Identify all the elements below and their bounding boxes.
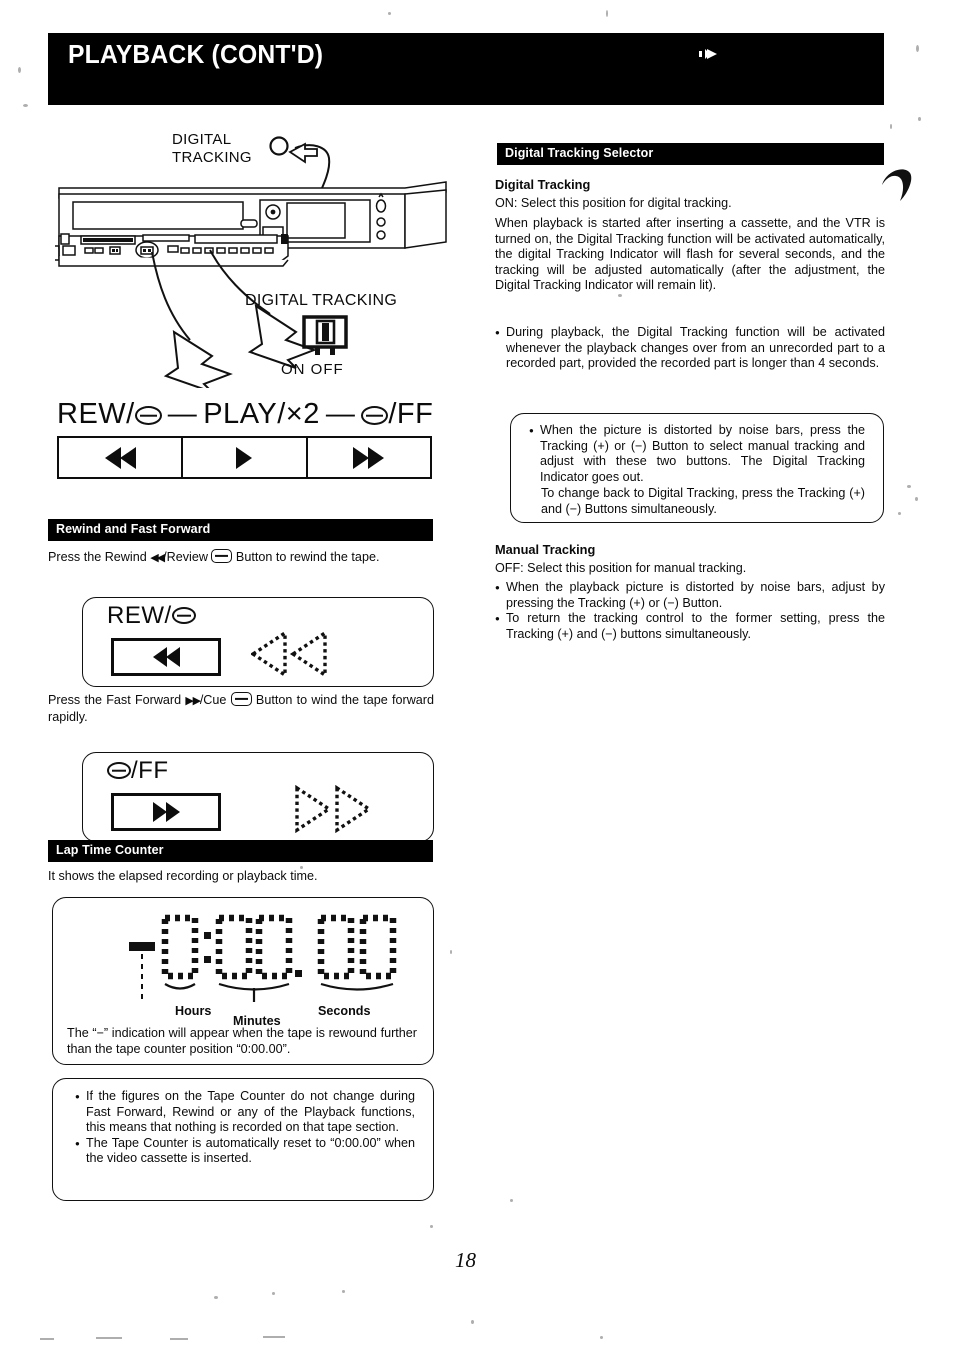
switch-positions-label: ON OFF <box>281 361 344 378</box>
tracking-note-box: When the picture is distorted by noise b… <box>510 413 884 523</box>
ff-box-title-text: /FF <box>131 757 169 784</box>
header-arrow-icon <box>698 47 724 65</box>
review-inline-oval-icon <box>211 549 233 563</box>
rewind-dotted-chevrons-icon <box>251 630 327 678</box>
ff-instruction-paragraph: Press the Fast Forward ▶▶/Cue Button to … <box>48 692 434 725</box>
transport-row-label: REW/ —PLAY/×2— /FF <box>57 398 433 431</box>
ff-inline-icon: ▶▶ <box>185 695 201 707</box>
ff-instruction-pre: Press the Fast Forward <box>48 693 186 707</box>
tape-counter-notes-box: If the figures on the Tape Counter do no… <box>52 1078 434 1201</box>
tracking-note-bullets: When the picture is distorted by noise b… <box>529 423 865 485</box>
ff-arrow-icon-2 <box>368 446 385 469</box>
ff-illustration-box: /FF <box>82 752 434 842</box>
section-bar-lap-time-counter: Lap Time Counter <box>48 840 433 862</box>
counter-illustration-box: Hours Minutes Seconds The “−” indication… <box>52 897 434 1065</box>
list-item: When the picture is distorted by noise b… <box>529 423 865 485</box>
rewind-arrow-icon <box>104 446 121 469</box>
lap-time-intro: It shows the elapsed recording or playba… <box>48 869 318 883</box>
counter-caption-minutes: Minutes <box>233 1014 281 1028</box>
play-arrow-icon <box>699 49 717 59</box>
counter-caption-seconds: Seconds <box>318 1004 371 1018</box>
list-item: If the figures on the Tape Counter do no… <box>75 1089 415 1136</box>
rew-box-title: REW/ <box>107 602 196 630</box>
rewind-instruction-paragraph: Press the Rewind ◀◀/Review Button to rew… <box>48 549 434 567</box>
digital-tracking-bullets: During playback, the Digital Tracking fu… <box>495 325 885 372</box>
review-oval-icon <box>134 406 162 425</box>
section-bar-digital-tracking-selector: Digital Tracking Selector <box>497 143 884 165</box>
section-bar-rewind-fast-forward: Rewind and Fast Forward <box>48 519 433 541</box>
ff-button-graphic[interactable] <box>111 793 221 831</box>
rew-box-oval-icon <box>171 607 196 624</box>
rewind-instruction-mid: /Review <box>163 550 212 564</box>
page-header-bar: PLAYBACK (CONT'D) <box>48 33 884 105</box>
page-title: PLAYBACK (CONT'D) <box>68 39 324 69</box>
play-button[interactable] <box>183 438 308 477</box>
ff-instruction-post: Button to wind the tape forward rapidly. <box>48 693 434 724</box>
panel-callout-arrows <box>151 249 317 388</box>
manual-tracking-bullets: When the playback picture is distorted b… <box>495 580 885 642</box>
ff-arrow-icon <box>353 446 370 469</box>
rewind-arrow-icon-2 <box>119 446 136 469</box>
transport-dash-1: — <box>167 398 198 430</box>
play-arrow-icon <box>236 446 253 469</box>
tracking-note-extra: To change back to Digital Tracking, pres… <box>541 486 865 516</box>
rew-graphic-arrow-2 <box>165 647 180 667</box>
rewind-inline-icon: ◀◀ <box>150 552 165 564</box>
tape-counter-notes-list: If the figures on the Tape Counter do no… <box>75 1089 415 1167</box>
manual-tracking-off-line: OFF: Select this position for manual tra… <box>495 561 747 575</box>
ff-graphic-arrow-1 <box>152 802 167 822</box>
manual-tracking-heading: Manual Tracking <box>495 542 596 557</box>
transport-label-rew: REW/ <box>57 398 135 430</box>
cue-oval-icon <box>361 406 389 425</box>
counter-note: The “−” indication will appear when the … <box>67 1026 417 1056</box>
digital-tracking-on-line: ON: Select this position for digital tra… <box>495 196 732 210</box>
rew-illustration-box: REW/ <box>82 597 434 687</box>
fast-forward-button[interactable] <box>308 438 430 477</box>
list-item: The Tape Counter is automatically reset … <box>75 1136 415 1167</box>
ff-box-oval-icon <box>107 762 131 779</box>
rewind-instruction-pre: Press the Rewind <box>48 550 151 564</box>
list-item: During playback, the Digital Tracking fu… <box>495 325 885 372</box>
callout-tracking-label: TRACKING <box>172 149 252 166</box>
fast-forward-dotted-chevrons-icon <box>295 785 373 833</box>
rew-box-title-text: REW/ <box>107 602 172 629</box>
digital-tracking-switch-icon <box>302 315 348 355</box>
margin-hook-mark-icon <box>882 169 912 201</box>
list-item: When the playback picture is distorted b… <box>495 580 885 611</box>
cue-inline-oval-icon <box>230 692 252 706</box>
transport-button-strip <box>57 436 432 479</box>
rew-graphic-arrow-1 <box>152 647 167 667</box>
transport-dash-2: — <box>325 398 356 430</box>
page-number: 18 <box>455 1248 476 1272</box>
counter-caption-hours: Hours <box>175 1004 212 1018</box>
vcr-front-panel-diagram <box>55 181 447 267</box>
ff-box-title: /FF <box>107 757 169 785</box>
rew-button-graphic[interactable] <box>111 638 221 676</box>
tape-counter-display <box>129 914 397 1002</box>
rewind-button[interactable] <box>59 438 184 477</box>
digital-tracking-paragraph: When playback is started after inserting… <box>495 216 885 293</box>
rewind-instruction-post: Button to rewind the tape. <box>232 550 380 564</box>
callout-digital-label: DIGITAL <box>172 131 232 148</box>
digital-tracking-heading: Digital Tracking <box>495 177 591 192</box>
ff-graphic-arrow-2 <box>165 802 180 822</box>
digital-tracking-switch-label: DIGITAL TRACKING <box>245 292 398 309</box>
transport-label-ff: /FF <box>388 398 434 430</box>
list-item: To return the tracking control to the fo… <box>495 611 885 642</box>
transport-label-play: PLAY/×2 <box>203 398 320 430</box>
ff-instruction-mid: /Cue <box>199 693 231 707</box>
